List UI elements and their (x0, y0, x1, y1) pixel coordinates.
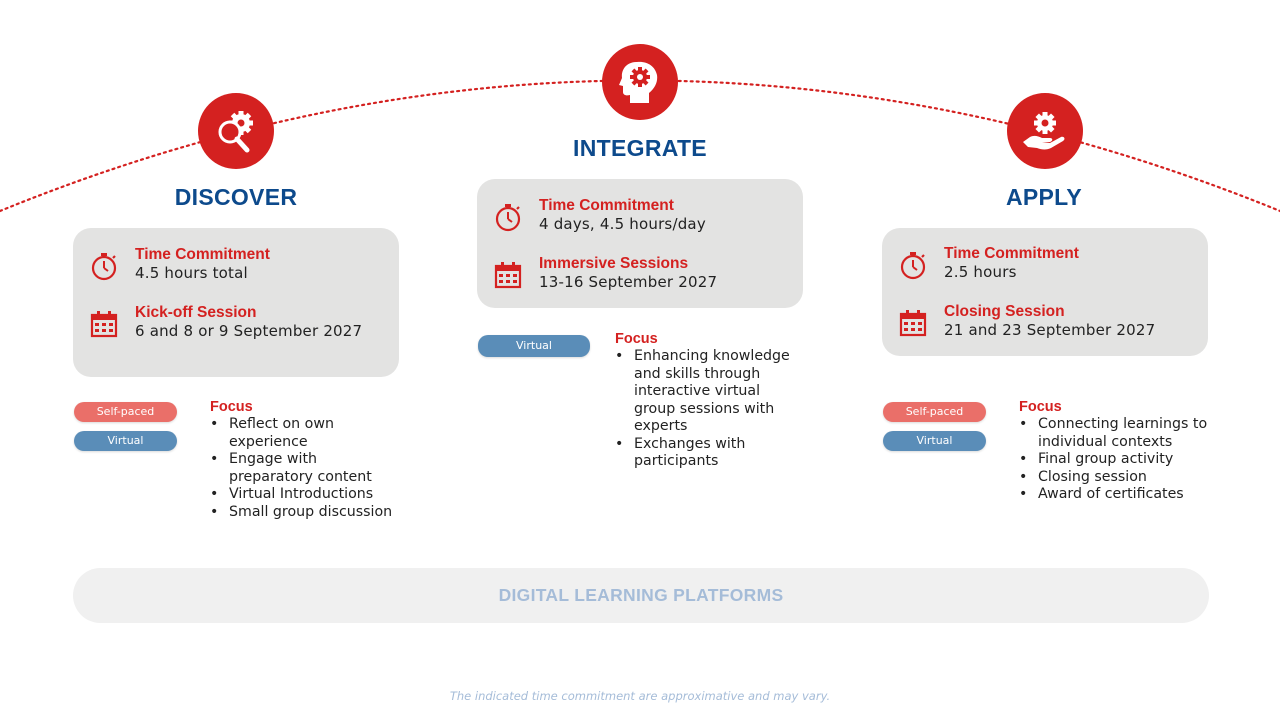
platform-label: DIGITAL LEARNING PLATFORMS (498, 585, 784, 605)
row-label: Immersive Sessions (539, 255, 689, 272)
apply-focus: Focus Connecting learnings to individual… (1019, 399, 1219, 504)
row-label: Time Commitment (135, 246, 270, 263)
phase-title-apply: APPLY (1005, 184, 1083, 210)
calendar-icon (899, 310, 927, 337)
list-item: Exchanges with participants (615, 436, 805, 471)
list-item: Engage with preparatory content (210, 451, 395, 486)
footnote: The indicated time commitment are approx… (449, 689, 831, 703)
row-value: 4.5 hours total (135, 264, 248, 282)
list-item: Closing session (1019, 469, 1219, 487)
row-label: Time Commitment (944, 245, 1079, 262)
stopwatch-icon (900, 252, 926, 280)
focus-heading: Focus (615, 331, 658, 347)
calendar-icon (494, 262, 522, 289)
list-item: Enhancing knowledge and skills through i… (615, 348, 805, 436)
focus-heading: Focus (210, 399, 253, 415)
row-value: 13-16 September 2027 (539, 273, 718, 291)
row-value: 4 days, 4.5 hours/day (539, 215, 706, 233)
row-value: 21 and 23 September 2027 (944, 321, 1156, 339)
discover-focus: Focus Reflect on own experience Engage w… (210, 399, 395, 521)
stopwatch-icon (495, 204, 521, 232)
row-label: Time Commitment (539, 197, 674, 214)
head-gear-icon (602, 44, 678, 120)
self-paced-badge: Self-paced (74, 402, 177, 422)
list-item: Award of certificates (1019, 486, 1219, 504)
row-value: 6 and 8 or 9 September 2027 (135, 322, 363, 340)
phase-title-integrate: INTEGRATE (573, 135, 707, 161)
list-item: Connecting learnings to individual conte… (1019, 416, 1219, 451)
virtual-badge: Virtual (883, 431, 986, 451)
list-item: Small group discussion (210, 504, 395, 522)
phase-title-discover: DISCOVER (174, 184, 298, 210)
row-value: 2.5 hours (944, 263, 1017, 281)
magnifier-gears-icon (198, 93, 274, 169)
row-label: Kick-off Session (135, 304, 257, 321)
focus-heading: Focus (1019, 399, 1062, 415)
list-item: Reflect on own experience (210, 416, 395, 451)
self-paced-badge: Self-paced (883, 402, 986, 422)
row-label: Closing Session (944, 303, 1065, 320)
stopwatch-icon (91, 253, 117, 281)
calendar-icon (90, 311, 118, 338)
hand-gear-icon (1007, 93, 1083, 169)
list-item: Final group activity (1019, 451, 1219, 469)
list-item: Virtual Introductions (210, 486, 395, 504)
integrate-focus: Focus Enhancing knowledge and skills thr… (615, 331, 805, 471)
virtual-badge: Virtual (74, 431, 177, 451)
virtual-badge: Virtual (478, 335, 590, 357)
digital-learning-platforms-bar: DIGITAL LEARNING PLATFORMS (73, 568, 1209, 623)
